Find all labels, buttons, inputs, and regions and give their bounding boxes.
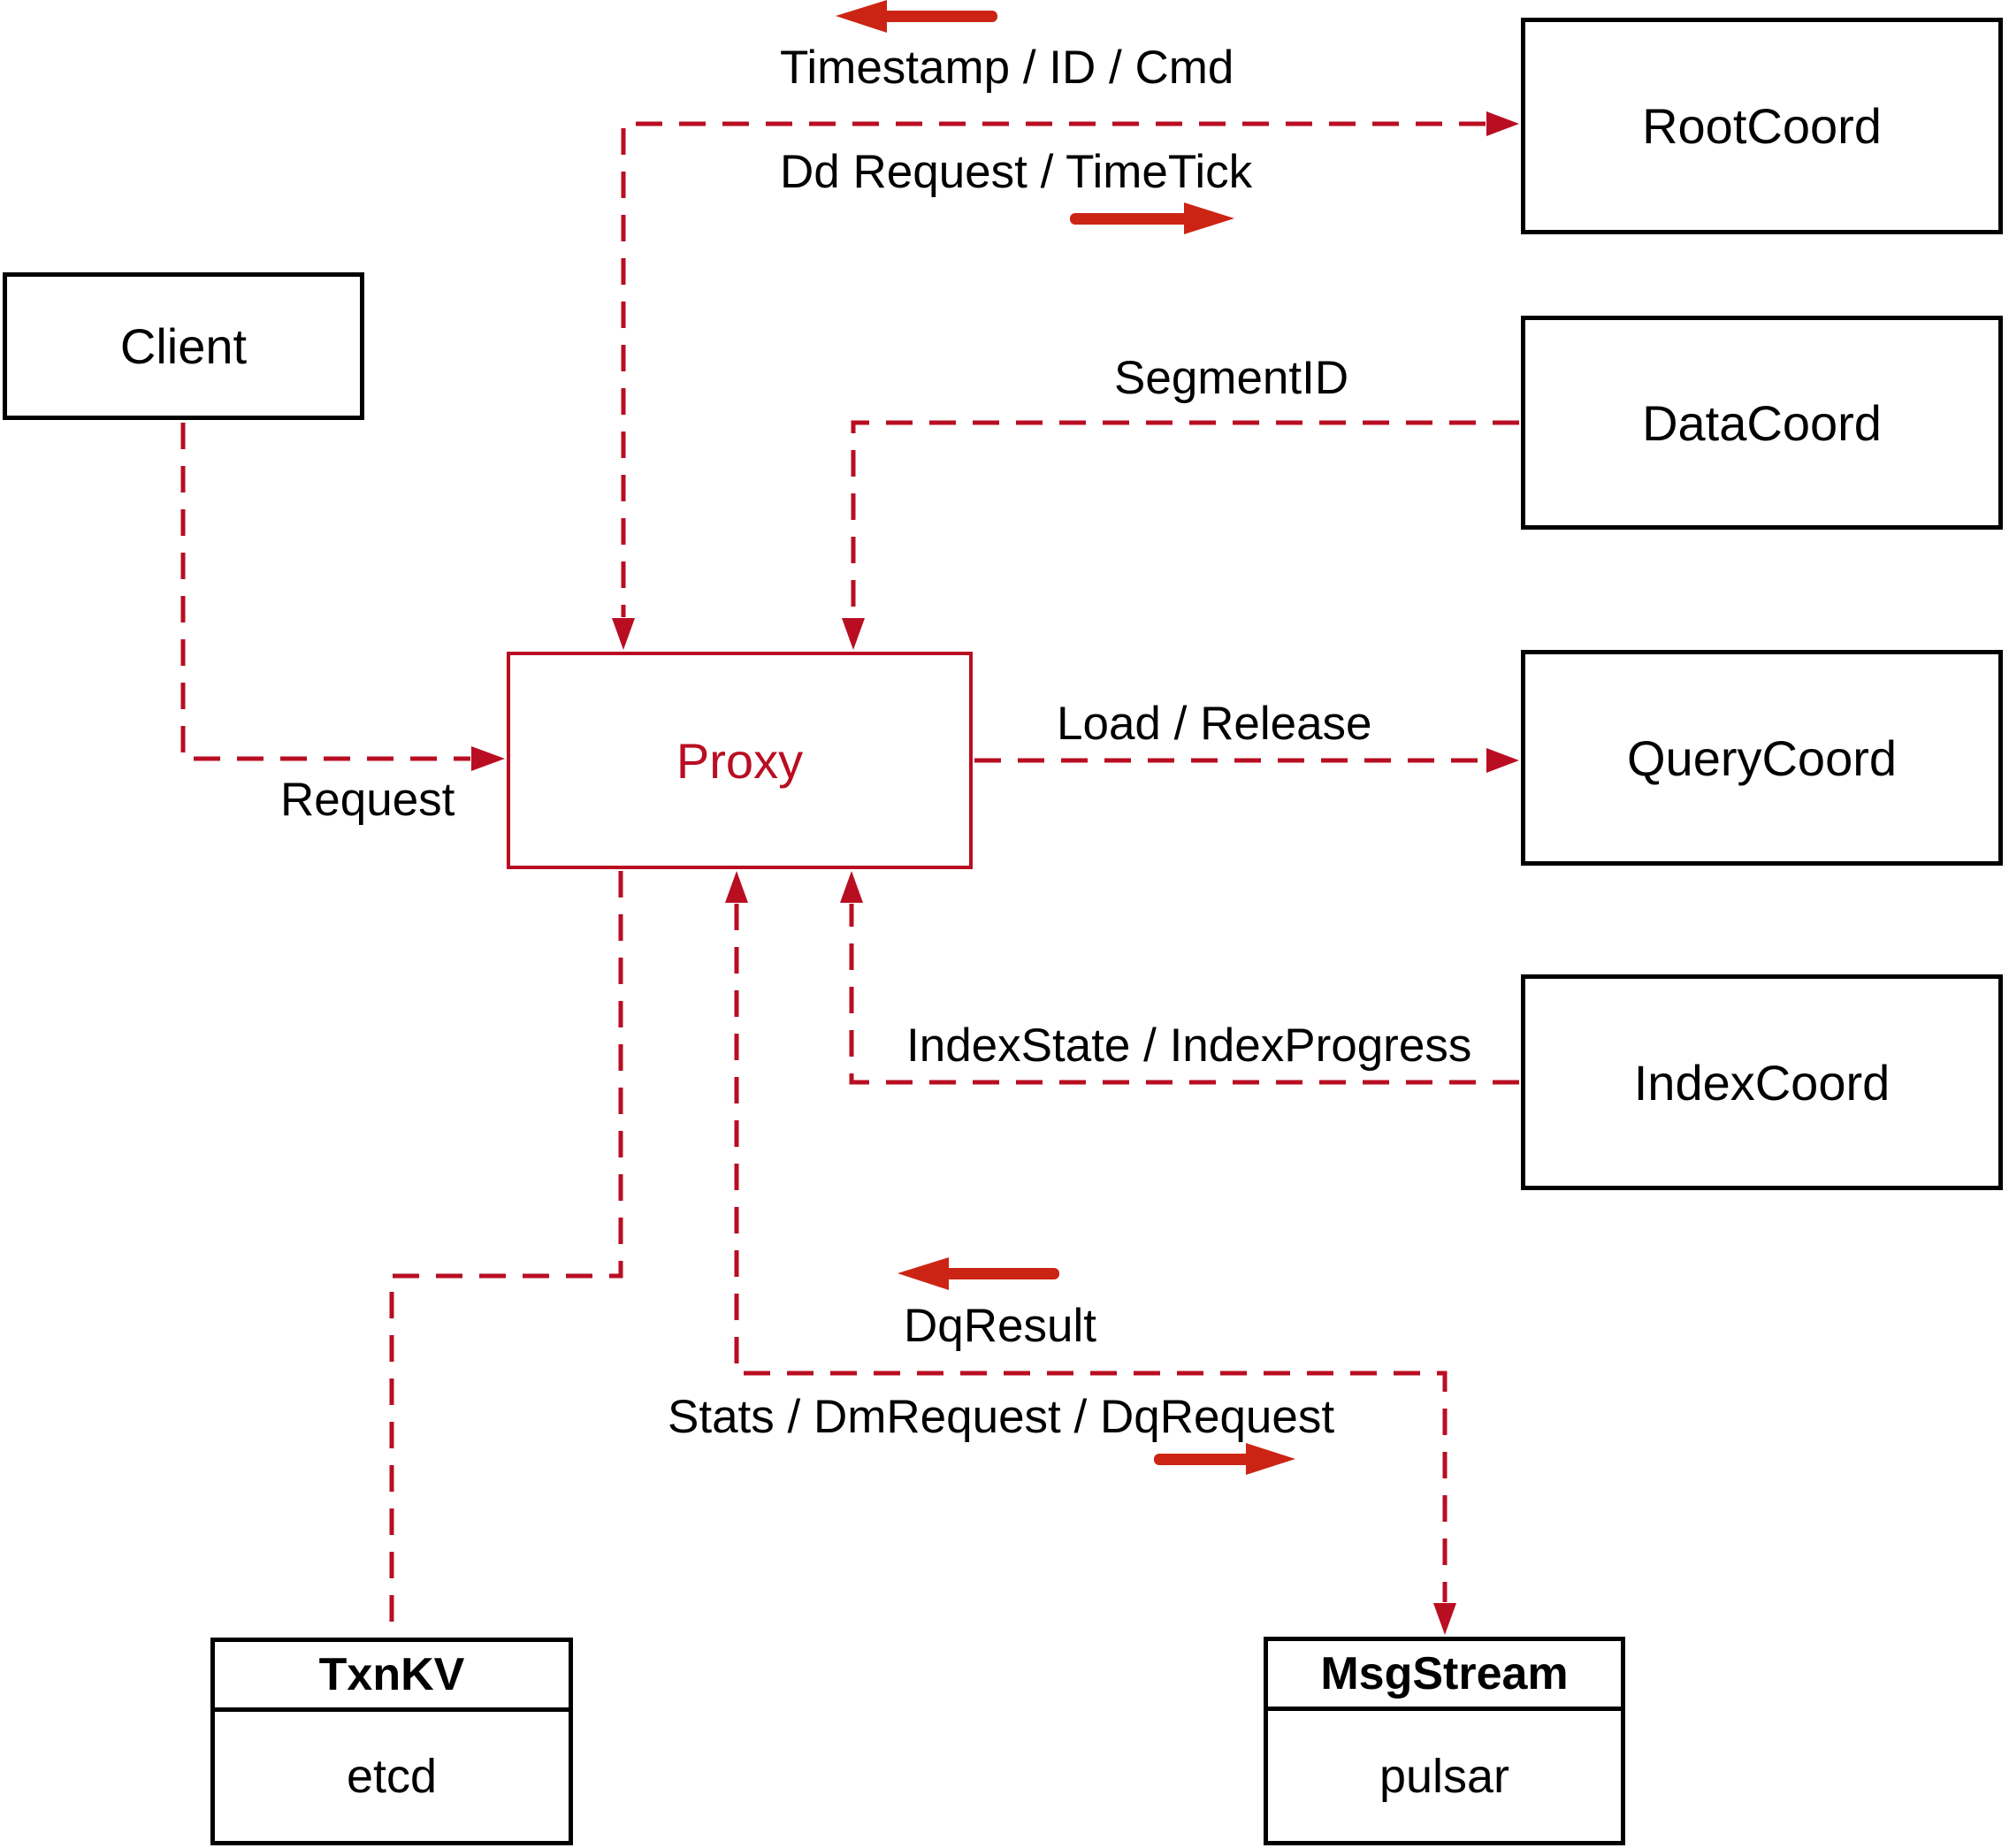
node-querycoord-label: QueryCoord <box>1626 729 1898 786</box>
edge-indexcoord-proxy <box>840 871 1519 1085</box>
flow-arrow-stats-right-icon <box>1154 1443 1295 1475</box>
node-txnkv-title: TxnKV <box>215 1642 569 1712</box>
edge-proxy-msgstream <box>725 871 1456 1635</box>
edge-label-index-state: IndexState / IndexProgress <box>906 1019 1472 1072</box>
node-rootcoord: RootCoord <box>1521 18 2003 234</box>
edge-proxy-querycoord <box>974 748 1519 773</box>
edge-label-segment-id: SegmentID <box>1114 352 1349 404</box>
flow-arrow-timestamp-left-icon <box>836 0 997 33</box>
node-msgstream-subtitle: pulsar <box>1379 1749 1510 1803</box>
node-indexcoord: IndexCoord <box>1521 974 2003 1190</box>
node-querycoord: QueryCoord <box>1521 650 2003 866</box>
node-msgstream: MsgStream pulsar <box>1264 1637 1625 1845</box>
node-proxy-label: Proxy <box>676 732 804 789</box>
edge-label-timestamp: Timestamp / ID / Cmd <box>780 42 1234 94</box>
edge-client-proxy <box>180 423 505 771</box>
node-client: Client <box>3 272 364 420</box>
edge-proxy-txnkv <box>389 871 623 1636</box>
edge-label-load-release: Load / Release <box>1057 698 1372 750</box>
node-client-label: Client <box>119 318 248 374</box>
edge-label-request: Request <box>280 774 455 826</box>
edge-datacoord-proxy <box>842 420 1519 650</box>
edge-proxy-rootcoord <box>612 111 1519 650</box>
flow-arrow-dqresult-left-icon <box>898 1257 1059 1290</box>
edge-label-stats: Stats / DmRequest / DqRequest <box>668 1391 1335 1443</box>
node-indexcoord-label: IndexCoord <box>1633 1054 1891 1111</box>
node-txnkv-subtitle: etcd <box>346 1750 438 1803</box>
node-txnkv: TxnKV etcd <box>210 1638 573 1845</box>
node-proxy: Proxy <box>507 652 973 869</box>
edge-label-dq-result: DqResult <box>904 1300 1096 1352</box>
node-rootcoord-label: RootCoord <box>1642 98 1882 154</box>
node-datacoord: DataCoord <box>1521 316 2003 530</box>
node-msgstream-title: MsgStream <box>1268 1641 1621 1711</box>
flow-arrow-ddrequest-right-icon <box>1070 202 1234 234</box>
node-datacoord-label: DataCoord <box>1642 394 1882 451</box>
edge-label-dd-request: Dd Request / TimeTick <box>780 146 1253 198</box>
